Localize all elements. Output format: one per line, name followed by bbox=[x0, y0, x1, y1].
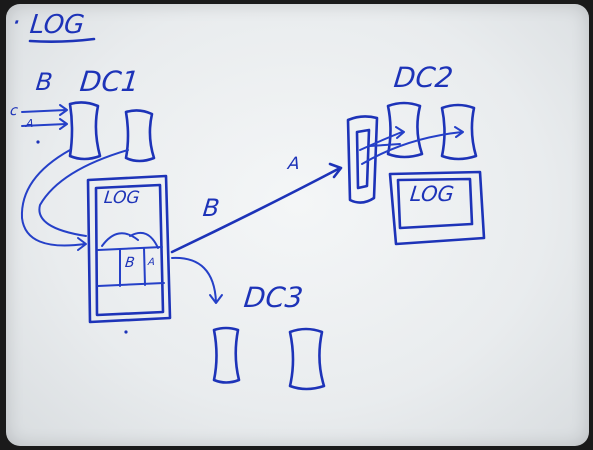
replication-arrow-to-dc2 bbox=[170, 162, 343, 254]
dc1-input-arrow-a bbox=[21, 118, 68, 130]
dc1-curve-arrow-2 bbox=[38, 149, 129, 237]
dc1-log-cell-a: A bbox=[147, 257, 156, 268]
dc1-log-arc-1 bbox=[101, 232, 139, 247]
dc1-input-arrow-c bbox=[21, 104, 68, 116]
dc3-node-2 bbox=[288, 327, 326, 391]
dc1-log-row-line-1 bbox=[97, 246, 163, 251]
dc2-arrow-2 bbox=[361, 126, 464, 165]
dc1-incoming-label-b: B bbox=[34, 68, 54, 96]
dc1-log-cell-b: B bbox=[124, 255, 136, 271]
dc3-node-1 bbox=[212, 326, 241, 384]
dc1-label: DC1 bbox=[78, 65, 141, 98]
dc1-log-label: LOG bbox=[103, 188, 141, 208]
arrow-label-a: A bbox=[287, 154, 301, 174]
dc2-label: DC2 bbox=[392, 61, 455, 94]
dc1-curve-arrow-1 bbox=[20, 149, 87, 251]
dc2-log-box-outer bbox=[388, 170, 486, 246]
dc1-side-ink-dot bbox=[36, 140, 40, 144]
dc1-side-label-a: A bbox=[25, 117, 35, 130]
dc1-side-label-c: c bbox=[9, 103, 19, 119]
dc1-log-row-line-2 bbox=[97, 282, 165, 287]
dc1-log-box-outer bbox=[86, 174, 172, 324]
dc2-node-2 bbox=[386, 101, 424, 159]
dc2-node-1-inner bbox=[355, 128, 371, 190]
dc3-label: DC3 bbox=[242, 281, 305, 314]
page-title: LOG bbox=[28, 10, 86, 40]
arrow-label-b: B bbox=[201, 194, 221, 222]
dc1-ink-dot bbox=[124, 330, 128, 334]
replication-arrow-to-dc3 bbox=[171, 256, 223, 304]
dc1-node-2 bbox=[124, 109, 156, 163]
dc2-arrow-1 bbox=[359, 126, 405, 151]
dc1-log-box-inner bbox=[94, 183, 165, 317]
dc1-log-cell-divider-2 bbox=[143, 247, 146, 286]
dc1-log-arc-2 bbox=[129, 232, 159, 249]
dc2-node-1 bbox=[346, 115, 379, 204]
dc2-log-box-inner bbox=[396, 177, 474, 230]
whiteboard-surface bbox=[6, 4, 589, 446]
dc2-arrow-3 bbox=[369, 143, 401, 147]
dc2-node-3 bbox=[440, 103, 478, 161]
dc2-log-label: LOG bbox=[408, 182, 456, 206]
title-underline bbox=[28, 37, 96, 43]
dc1-node-1 bbox=[68, 101, 102, 161]
